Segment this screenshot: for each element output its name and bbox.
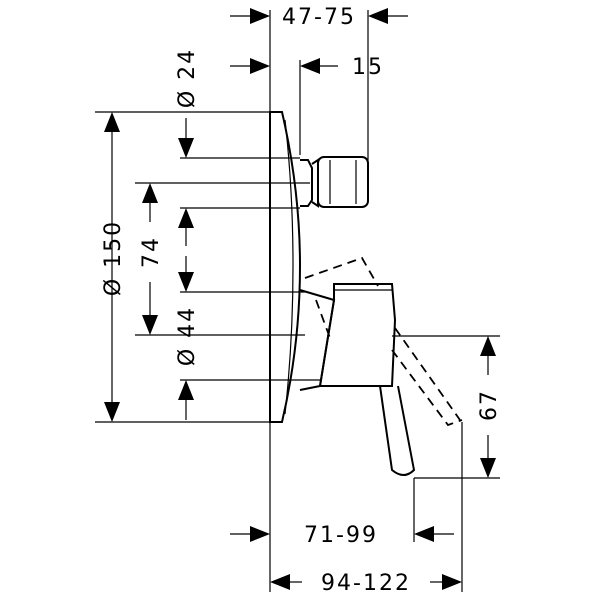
diverter-knob — [300, 156, 369, 208]
dimension-lines — [104, 8, 496, 590]
dim-diameter-44: Ø 44 — [175, 306, 200, 366]
dim-74: 74 — [139, 236, 164, 268]
dim-diameter-150: Ø 150 — [101, 220, 126, 296]
dim-94-122: 94-122 — [321, 571, 411, 596]
dim-top-right: 15 — [352, 55, 384, 80]
dimension-labels: 47-75 15 Ø 24 Ø 150 74 Ø 44 67 71-99 94-… — [101, 5, 502, 596]
lever-handle — [299, 283, 416, 476]
lever-handle-alternate — [304, 256, 463, 427]
dim-71-99: 71-99 — [304, 523, 378, 548]
dim-67: 67 — [477, 389, 502, 421]
extension-lines — [95, 10, 500, 592]
faceplate — [269, 111, 302, 423]
dim-top-span: 47-75 — [282, 5, 356, 30]
dim-diameter-24: Ø 24 — [175, 48, 200, 108]
